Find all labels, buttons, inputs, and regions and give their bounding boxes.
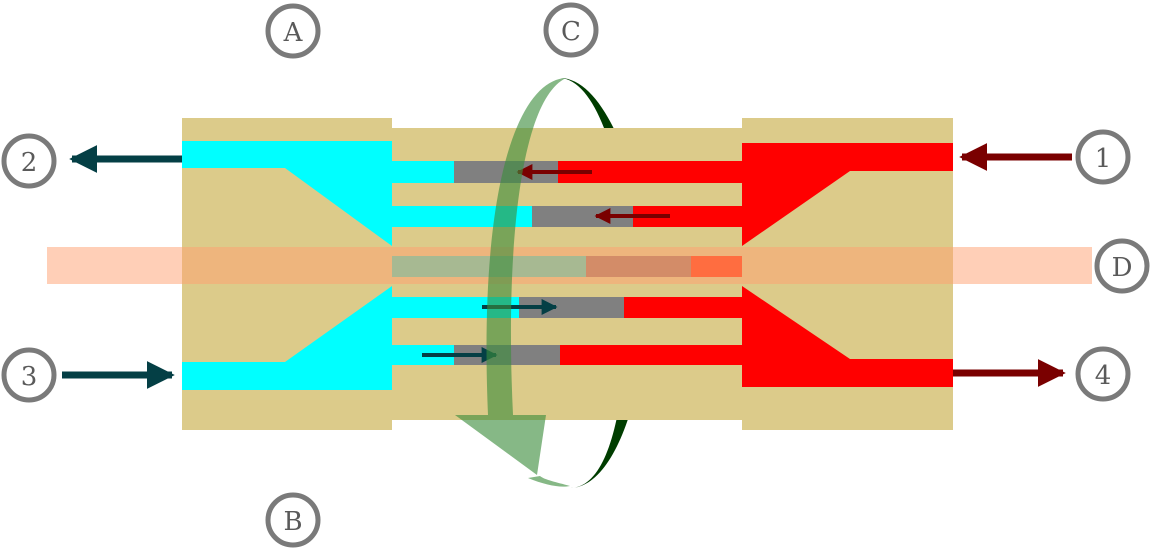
channel-4-hot [624,297,742,318]
channel-1-cold [392,161,454,183]
channel-5-hot [560,345,742,365]
badge-d-label: D [1112,253,1133,283]
badge-port-4: 4 [1075,346,1131,402]
badge-port-1-label: 1 [1095,144,1112,174]
rotation-arrow-tail [528,476,570,487]
channel-1-hot [558,161,742,183]
badge-d: D [1094,238,1150,294]
rotation-arrow-front [455,78,566,475]
channel-2-hot [633,206,742,227]
cold-manifold-bottom [182,286,392,390]
hot-manifold-bottom [742,286,953,387]
badge-port-3: 3 [1,347,57,403]
badge-c-label: C [561,17,581,47]
badge-c: C [543,2,599,58]
cold-manifold-top [182,141,392,246]
section-band-d [47,247,1092,284]
badge-port-1: 1 [1075,129,1131,185]
badge-port-3-label: 3 [21,362,38,392]
badge-b-label: B [283,507,302,537]
badge-a: A [265,3,321,59]
badge-port-2-label: 2 [21,148,38,178]
hot-manifold-top [742,143,953,246]
badge-b: B [265,492,321,548]
badge-a-label: A [283,18,304,48]
badge-port-2: 2 [1,133,57,189]
badge-port-4-label: 4 [1095,361,1112,391]
